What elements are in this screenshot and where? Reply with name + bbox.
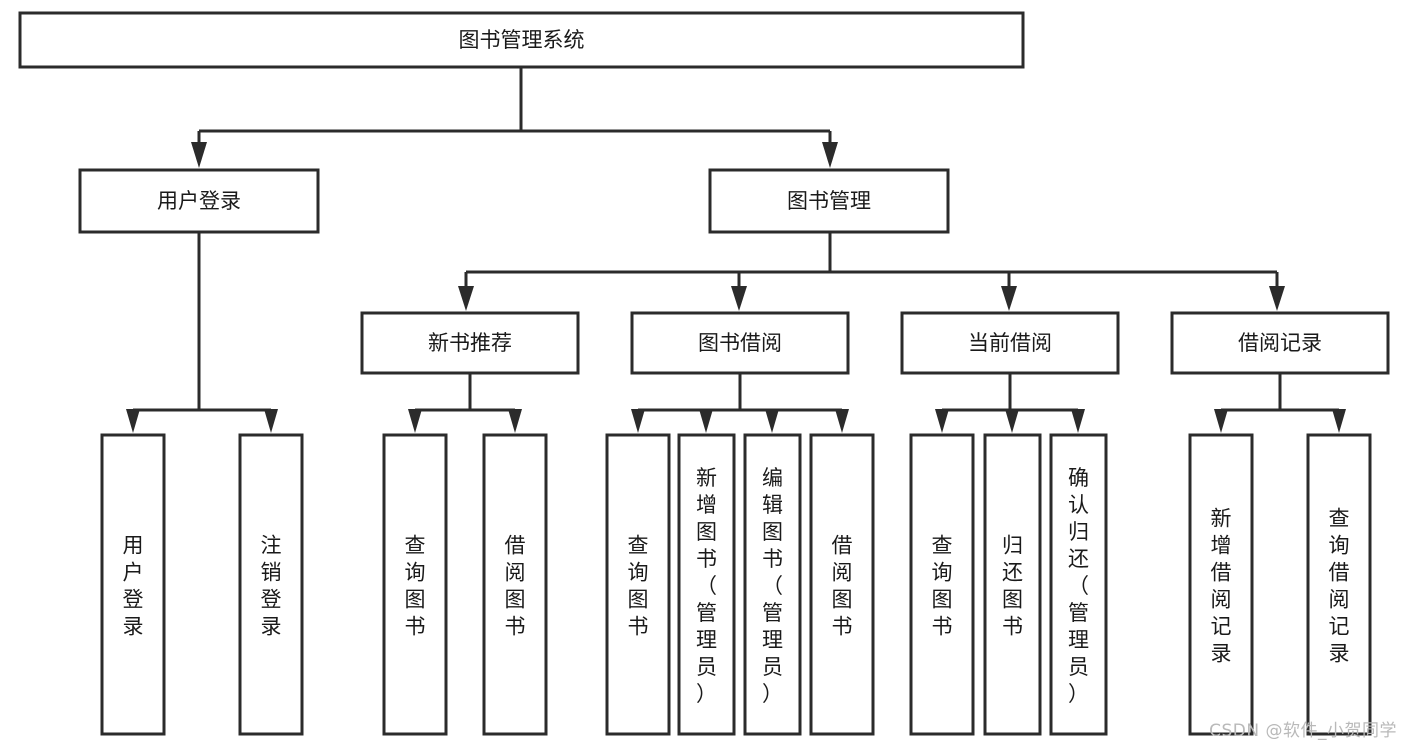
node-leaf-label-3: 借阅图书 bbox=[505, 534, 526, 639]
arrow-head-bb-leaf-1 bbox=[631, 409, 645, 433]
arrow-head-new-book-rec bbox=[458, 286, 474, 311]
node-level3-图书借阅[interactable] bbox=[630, 311, 850, 375]
node-leaf-label-5: 新增图书（管理员） bbox=[696, 466, 717, 706]
arrow-head-leaf-logout bbox=[264, 409, 278, 433]
node-root-图书管理系统[interactable] bbox=[18, 11, 1025, 69]
node-leaf-label-6: 编辑图书（管理员） bbox=[762, 466, 783, 706]
node-leaf-label-10: 确认归还（管理员） bbox=[1068, 466, 1089, 706]
arrow-head-bb-leaf-2 bbox=[699, 409, 713, 433]
node-leaf-查询图书-2[interactable] bbox=[382, 433, 448, 736]
arrow-head-cb-leaf-2 bbox=[1005, 409, 1019, 433]
node-leaf-label-12: 查询借阅记录 bbox=[1329, 507, 1350, 666]
node-level2-label-0: 用户登录 bbox=[157, 189, 241, 213]
node-leaf-label-0: 用户登录 bbox=[123, 534, 144, 639]
node-leaf-归还图书-9[interactable] bbox=[983, 433, 1042, 736]
node-root-label: 图书管理系统 bbox=[459, 28, 585, 52]
node-leaf-用户登录-0[interactable] bbox=[100, 433, 166, 736]
arrow-head-bb-leaf-4 bbox=[835, 409, 849, 433]
node-leaf-借阅图书-3[interactable] bbox=[482, 433, 548, 736]
node-leaf-label-1: 注销登录 bbox=[261, 534, 282, 639]
node-leaf-新增借阅记录-11[interactable] bbox=[1188, 433, 1254, 736]
node-leaf-label-7: 借阅图书 bbox=[832, 534, 853, 639]
arrow-head-book-borrow bbox=[731, 286, 747, 311]
node-level3-label-3: 借阅记录 bbox=[1238, 331, 1322, 355]
node-leaf-确认归还管理员-10[interactable] bbox=[1049, 433, 1108, 736]
node-level3-label-1: 图书借阅 bbox=[698, 331, 782, 355]
leaf-layer: 用户登录 注销登录 查询图书 借阅图书 查询图书 新增图书（管理员） 编辑图书（管理员） 借阅… bbox=[100, 433, 1372, 736]
node-leaf-label-4: 查询图书 bbox=[628, 534, 649, 639]
node-level2-label-1: 图书管理 bbox=[787, 189, 871, 213]
arrow-head-leaf-user-login bbox=[126, 409, 140, 433]
arrow-head-br-leaf-1 bbox=[1214, 409, 1228, 433]
node-leaf-查询图书-4[interactable] bbox=[605, 433, 671, 736]
node-level3-新书推荐[interactable] bbox=[360, 311, 580, 375]
node-level3-label-0: 新书推荐 bbox=[428, 331, 512, 355]
node-level3-label-2: 当前借阅 bbox=[968, 331, 1052, 355]
node-leaf-查询借阅记录-12[interactable] bbox=[1306, 433, 1372, 736]
arrow-head-cb-leaf-1 bbox=[935, 409, 949, 433]
node-level2-用户登录[interactable] bbox=[78, 168, 320, 234]
node-leaf-label-8: 查询图书 bbox=[932, 534, 953, 639]
node-level3-当前借阅[interactable] bbox=[900, 311, 1120, 375]
arrow-head-book-mgmt bbox=[822, 142, 838, 168]
node-leaf-label-2: 查询图书 bbox=[405, 534, 426, 639]
node-leaf-编辑图书管理员-6[interactable] bbox=[743, 433, 802, 736]
node-level2-图书管理[interactable] bbox=[708, 168, 950, 234]
arrow-head-borrow-record bbox=[1269, 286, 1285, 311]
arrow-head-user-login bbox=[191, 142, 207, 168]
node-leaf-label-9: 归还图书 bbox=[1002, 534, 1023, 639]
node-leaf-label-11: 新增借阅记录 bbox=[1211, 507, 1232, 666]
node-leaf-借阅图书-7[interactable] bbox=[809, 433, 875, 736]
node-leaf-新增图书管理员-5[interactable] bbox=[677, 433, 736, 736]
arrow-head-current-borrow bbox=[1001, 286, 1017, 311]
arrow-head-br-leaf-2 bbox=[1332, 409, 1346, 433]
connector-layer bbox=[126, 67, 1346, 433]
node-leaf-查询图书-8[interactable] bbox=[909, 433, 975, 736]
arrow-head-nb-leaf-1 bbox=[408, 409, 422, 433]
arrow-head-cb-leaf-3 bbox=[1071, 409, 1085, 433]
node-leaf-注销登录-1[interactable] bbox=[238, 433, 304, 736]
arrow-head-nb-leaf-2 bbox=[508, 409, 522, 433]
node-level3-借阅记录[interactable] bbox=[1170, 311, 1390, 375]
arrow-head-bb-leaf-3 bbox=[765, 409, 779, 433]
